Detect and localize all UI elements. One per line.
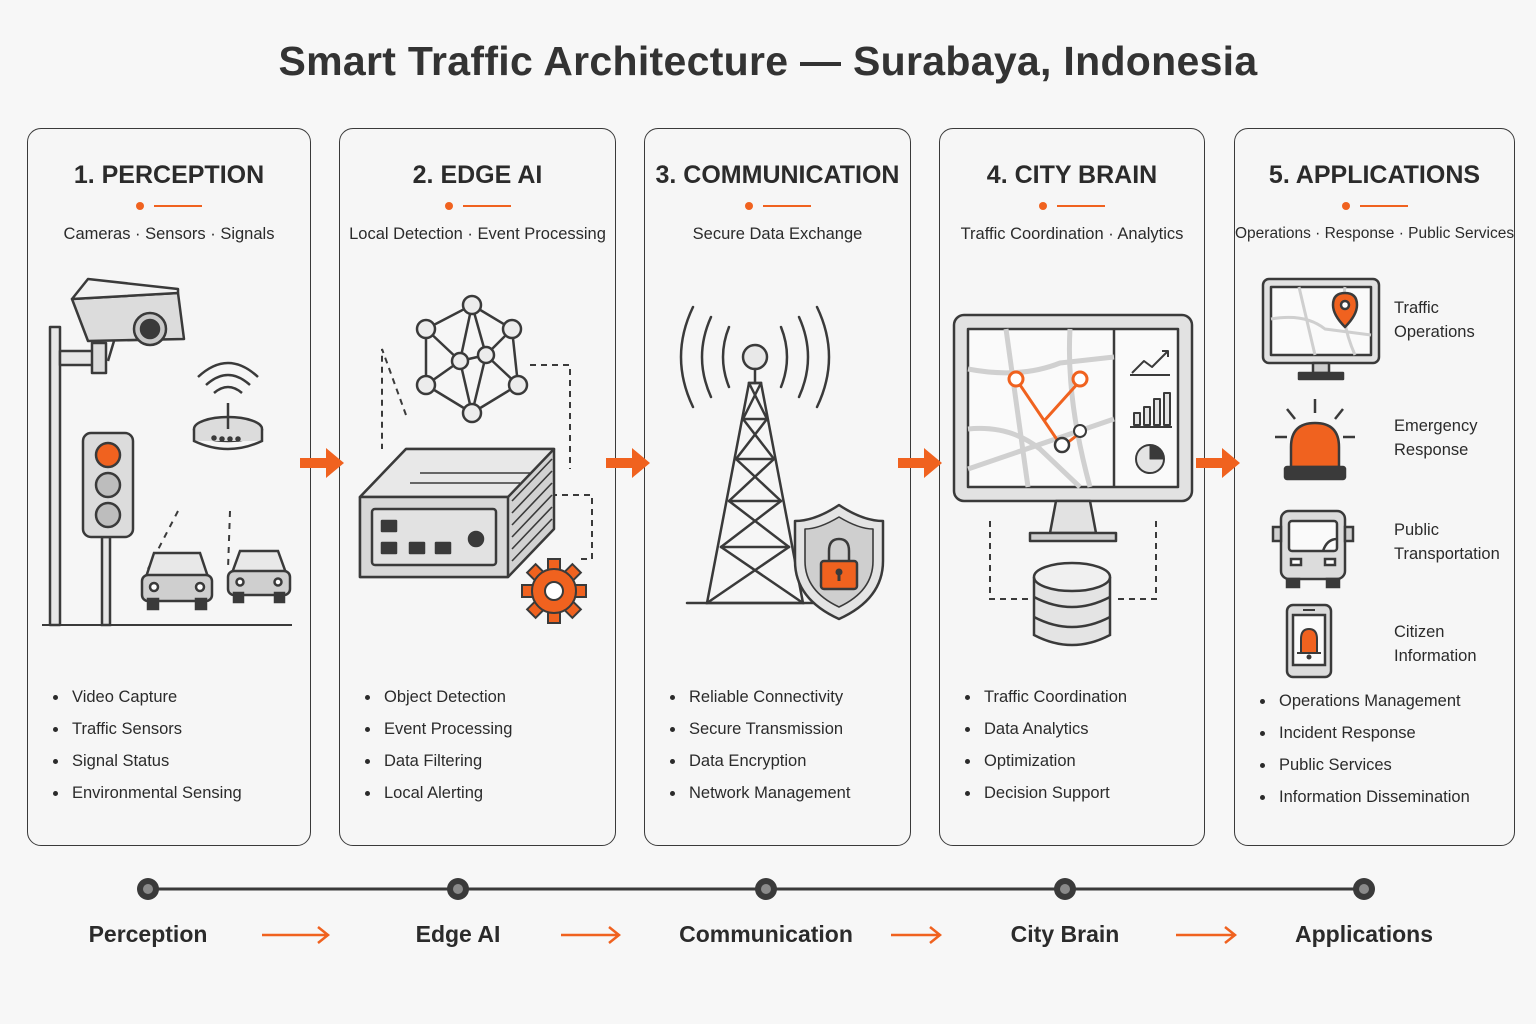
timeline-node	[1353, 878, 1375, 900]
timeline-label-applications: Applications	[1294, 921, 1434, 947]
car-icon	[140, 551, 214, 611]
feature-list: Traffic Coordination Data Analytics Opti…	[962, 681, 1127, 809]
heading-divider	[744, 201, 811, 211]
list-item: Reliable Connectivity	[667, 681, 850, 713]
map-screen-icon	[1261, 277, 1381, 381]
panel-subtitle: Operations · Response · Public Services	[1235, 225, 1515, 242]
list-item: Data Encryption	[667, 745, 850, 777]
neural-network-icon	[415, 294, 529, 424]
panel-perception: 1. PERCEPTION Cameras · Sensors · Signal…	[27, 128, 311, 846]
panel-edge-ai: 2. EDGE AI Local Detection · Event Proce…	[339, 128, 616, 846]
panel-city-brain: 4. CITY BRAIN Traffic Coordination · Ana…	[939, 128, 1205, 846]
flow-arrow-icon	[606, 448, 650, 478]
siren-icon	[1275, 399, 1355, 481]
list-item: Optimization	[962, 745, 1127, 777]
timeline-label-city-brain: City Brain	[1010, 921, 1120, 947]
flow-arrow-icon	[1196, 448, 1240, 478]
list-item: Object Detection	[362, 681, 512, 713]
list-item: Information Dissemination	[1257, 781, 1470, 813]
panel-subtitle: Local Detection · Event Processing	[349, 225, 606, 243]
panel-heading: 2. EDGE AI	[412, 161, 543, 189]
applications-illustration	[1261, 277, 1381, 679]
list-item: Local Alerting	[362, 777, 512, 809]
list-item: Data Filtering	[362, 745, 512, 777]
dashed-connectors	[381, 348, 593, 560]
list-item: Video Capture	[50, 681, 242, 713]
cctv-camera-icon	[48, 277, 186, 627]
list-item: Incident Response	[1257, 717, 1470, 749]
road-lines	[42, 510, 292, 626]
feature-list: Reliable Connectivity Secure Transmissio…	[667, 681, 850, 809]
map-monitor-icon	[952, 313, 1194, 543]
dashed-connectors	[989, 521, 1157, 600]
edge-ai-illustration	[358, 294, 593, 624]
list-item: Operations Management	[1257, 685, 1470, 717]
list-item: Traffic Sensors	[50, 713, 242, 745]
perception-illustration	[42, 277, 292, 627]
timeline-arrows	[262, 926, 1238, 944]
list-item: Public Services	[1257, 749, 1470, 781]
communication-illustration	[679, 305, 885, 621]
feature-list: Video Capture Traffic Sensors Signal Sta…	[50, 681, 242, 809]
traffic-light-icon	[81, 431, 135, 627]
list-item: Secure Transmission	[667, 713, 850, 745]
bus-icon	[1271, 509, 1355, 589]
timeline-label-perception: Perception	[88, 921, 208, 947]
panel-applications: 5. APPLICATIONS Operations · Response · …	[1234, 128, 1515, 846]
city-brain-illustration	[952, 313, 1194, 647]
panel-heading: 3. COMMUNICATION	[655, 161, 900, 189]
phone-alert-icon	[1285, 603, 1333, 679]
panel-subtitle: Secure Data Exchange	[692, 225, 863, 243]
security-shield-icon	[793, 503, 885, 621]
flow-arrow-icon	[300, 448, 344, 478]
timeline-label-edge-ai: Edge AI	[415, 921, 501, 947]
heading-divider	[1039, 201, 1105, 211]
heading-divider	[1341, 201, 1408, 211]
page-title: Smart Traffic Architecture — Surabaya, I…	[278, 38, 1258, 84]
list-item: Event Processing	[362, 713, 512, 745]
list-item: Decision Support	[962, 777, 1127, 809]
list-item: Traffic Coordination	[962, 681, 1127, 713]
timeline-node	[1054, 878, 1076, 900]
panel-subtitle: Traffic Coordination · Analytics	[960, 225, 1184, 243]
car-icon	[226, 549, 292, 604]
feature-list: Object Detection Event Processing Data F…	[362, 681, 512, 809]
edge-device-icon	[358, 447, 556, 579]
list-item: Environmental Sensing	[50, 777, 242, 809]
cell-tower-icon	[679, 305, 857, 605]
timeline-label-communication: Communication	[679, 921, 853, 947]
timeline-node	[447, 878, 469, 900]
panel-heading: 5. APPLICATIONS	[1268, 161, 1481, 189]
list-item: Network Management	[667, 777, 850, 809]
panel-subtitle: Cameras · Sensors · Signals	[63, 225, 275, 243]
panel-heading: 1. PERCEPTION	[73, 161, 265, 189]
gear-icon	[521, 558, 587, 624]
feature-list: Operations Management Incident Response …	[1257, 685, 1470, 813]
wireless-sensor-icon	[192, 361, 264, 451]
flow-arrow-icon	[898, 448, 942, 478]
list-item: Data Analytics	[962, 713, 1127, 745]
heading-divider	[444, 201, 511, 211]
list-item: Signal Status	[50, 745, 242, 777]
timeline-node	[137, 878, 159, 900]
panel-communication: 3. COMMUNICATION Secure Data Exchange	[644, 128, 911, 846]
pipeline-timeline	[137, 878, 1375, 944]
heading-divider	[136, 201, 202, 211]
database-icon	[1032, 561, 1112, 647]
timeline-node	[755, 878, 777, 900]
panel-heading: 4. CITY BRAIN	[986, 161, 1158, 189]
